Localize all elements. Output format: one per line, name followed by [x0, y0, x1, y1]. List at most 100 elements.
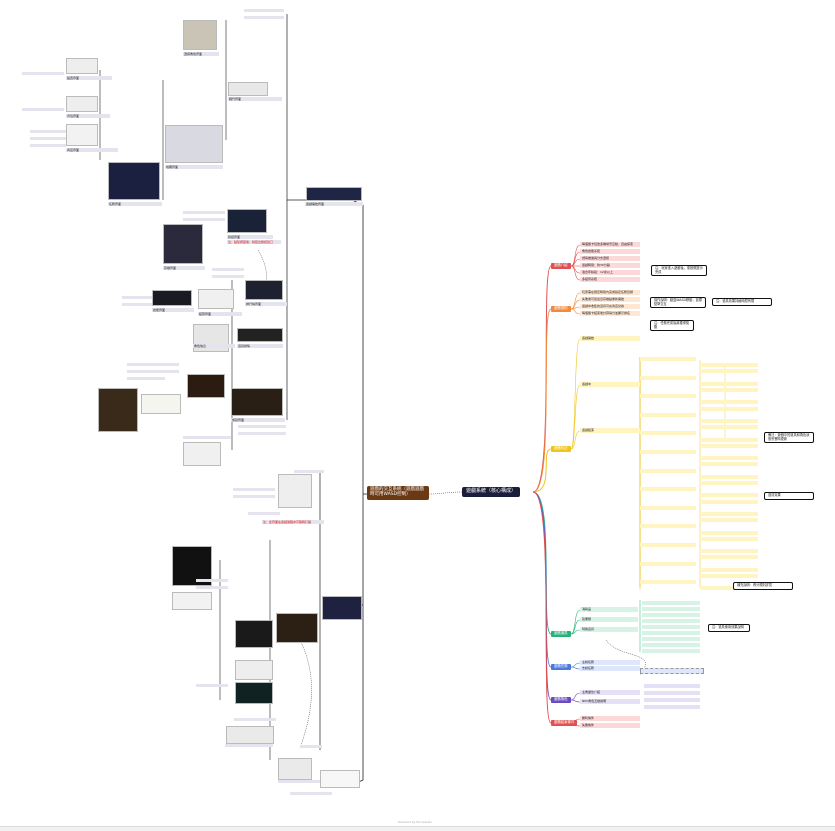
- screenshot-thumbnail[interactable]: [66, 124, 98, 146]
- caption-4[interactable]: 背包界面: [66, 114, 110, 118]
- leaf-play-0[interactable]: 遊戲開始: [580, 336, 640, 342]
- leaf-intro-5[interactable]: 多結局系統: [580, 277, 640, 283]
- leaf-play-1[interactable]: 遊戲中: [580, 382, 640, 388]
- screenshot-thumbnail[interactable]: [228, 82, 268, 96]
- category-intro[interactable]: 遊戲介紹: [551, 263, 571, 269]
- leaf-rules-3[interactable]: 每個關卡結束後計算得分並顯示排名: [580, 311, 640, 317]
- screenshot-thumbnail[interactable]: [235, 620, 273, 648]
- caption-13[interactable]: 角色信息: [193, 344, 235, 348]
- screenshot-thumbnail[interactable]: [276, 613, 318, 643]
- screenshot-thumbnail[interactable]: [66, 96, 98, 112]
- leaf-intro-1[interactable]: 角色技能系統: [580, 249, 640, 255]
- screenshot-thumbnail[interactable]: [231, 388, 283, 416]
- screenshot-thumbnail[interactable]: [141, 394, 181, 414]
- screenshot-thumbnail[interactable]: [172, 546, 212, 586]
- leaf-play-2[interactable]: 遊戲結束: [580, 428, 640, 434]
- red-caption-0[interactable]: 注：點擊按鈕後，將彈出確認窗口: [227, 240, 281, 244]
- leaf-roles-0[interactable]: 主角屬性介紹: [580, 690, 640, 696]
- screenshot-thumbnail[interactable]: [152, 290, 192, 306]
- play-subitem: [640, 412, 696, 417]
- red-caption-1[interactable]: 注：此界面在遊戲過程中可隨時打開: [262, 520, 324, 524]
- category-items[interactable]: 遊戲道具: [551, 631, 571, 637]
- leaf-end-0[interactable]: 勝利條件: [580, 716, 640, 722]
- caption-6[interactable]: 地圖界面: [165, 165, 223, 169]
- leaf-rules-0[interactable]: 玩家需在限定時間內完成指定任務目標: [580, 290, 640, 296]
- leaf-intro-4[interactable]: 適合年齡段：12歲以上: [580, 270, 640, 276]
- caption-bar: [196, 684, 228, 687]
- category-tasks[interactable]: 遊戲任務: [551, 664, 571, 670]
- caption-2[interactable]: 戰鬥界面: [228, 97, 282, 101]
- category-rules[interactable]: 遊戲規則: [551, 306, 571, 312]
- screenshot-thumbnail[interactable]: [237, 328, 283, 342]
- play-subitem: [640, 487, 696, 492]
- caption-11[interactable]: 結算界面: [198, 312, 242, 316]
- sub-note-1[interactable]: 道具效果: [764, 492, 814, 500]
- leaf-items-2[interactable]: 特殊道具: [580, 627, 638, 633]
- play-subitem: [700, 381, 758, 386]
- note-4[interactable]: 注：道具使用效果說明: [708, 624, 750, 632]
- caption-10[interactable]: 排行榜界面: [245, 302, 287, 306]
- caption-14[interactable]: 道具詳情: [237, 344, 283, 348]
- caption-15[interactable]: 成就界面: [231, 418, 285, 422]
- screenshot-thumbnail[interactable]: [226, 726, 274, 744]
- screenshot-thumbnail[interactable]: [183, 442, 221, 466]
- screenshot-thumbnail[interactable]: [278, 474, 312, 508]
- screenshot-thumbnail[interactable]: [66, 58, 98, 74]
- leaf-rules-2[interactable]: 遊戲中收集的道具可在商店兌換: [580, 304, 640, 310]
- screenshot-thumbnail[interactable]: [165, 125, 223, 163]
- caption-0[interactable]: 遊戲開始界面: [305, 202, 363, 206]
- play-subitem: [640, 561, 696, 566]
- root-node[interactable]: 遊戲系統（核心構成）: [462, 487, 521, 497]
- category-play[interactable]: 遊戲玩法: [551, 446, 571, 452]
- leaf-end-1[interactable]: 失敗條件: [580, 723, 640, 729]
- leaf-items-1[interactable]: 裝備類: [580, 617, 638, 623]
- caption-7[interactable]: 任務界面: [108, 202, 162, 206]
- caption-9[interactable]: 存檔界面: [163, 266, 205, 270]
- play-subitem: [640, 450, 696, 454]
- screenshot-thumbnail[interactable]: [98, 388, 138, 432]
- screenshot-thumbnail[interactable]: [245, 280, 283, 300]
- note-3[interactable]: 注：任務完成後將獲得獎勵: [650, 320, 694, 332]
- screenshot-thumbnail[interactable]: [183, 20, 217, 50]
- caption-1[interactable]: 選擇角色界面: [183, 52, 219, 56]
- leaf-intro-3[interactable]: 遊戲時間：約30分鐘: [580, 263, 640, 269]
- caption-bar: [196, 579, 228, 582]
- leaf-intro-2[interactable]: 劇情推進與分支選擇: [580, 256, 640, 262]
- screenshot-thumbnail[interactable]: [278, 758, 312, 780]
- caption-bar: [234, 718, 276, 721]
- connector-line: [570, 662, 581, 668]
- caption-5[interactable]: 商店界面: [66, 148, 118, 152]
- screenshot-thumbnail[interactable]: [227, 209, 267, 233]
- sub-note-2[interactable]: 補充說明：得分規則詳見: [733, 582, 793, 590]
- note-2[interactable]: 注：道具效果持續時間有限: [712, 298, 772, 306]
- screenshot-thumbnail[interactable]: [163, 224, 203, 264]
- item-subitem: [642, 613, 700, 617]
- caption-8[interactable]: 對話界面: [227, 235, 273, 239]
- leaf-rules-1[interactable]: 失敗後可從最近存檔點重新開始: [580, 297, 640, 303]
- caption-bar: [212, 275, 244, 278]
- connector-line: [570, 430, 581, 450]
- screenshot-thumbnail[interactable]: [306, 187, 362, 201]
- screenshot-thumbnail[interactable]: [235, 682, 273, 704]
- caption-3[interactable]: 設置界面: [66, 76, 112, 80]
- screenshot-thumbnail[interactable]: [108, 162, 160, 200]
- screenshot-thumbnail[interactable]: [320, 770, 360, 788]
- leaf-tasks-0[interactable]: 主線任務: [580, 660, 640, 666]
- play-subitem: [700, 536, 758, 541]
- left-main-node[interactable]: 遊戲的交互系統（遊戲遊戲時可用WASD控制）: [367, 486, 429, 500]
- screenshot-thumbnail[interactable]: [235, 660, 273, 680]
- screenshot-thumbnail[interactable]: [322, 596, 362, 620]
- screenshot-thumbnail[interactable]: [187, 374, 225, 398]
- screenshot-thumbnail[interactable]: [172, 592, 212, 610]
- leaf-tasks-1[interactable]: 支線任務: [580, 666, 640, 672]
- leaf-items-0[interactable]: 消耗品: [580, 607, 638, 613]
- screenshot-thumbnail[interactable]: [198, 289, 234, 309]
- category-end[interactable]: 遊戲結束條件: [551, 720, 578, 726]
- leaf-roles-1[interactable]: NPC角色互動說明: [580, 699, 640, 705]
- sub-note-0[interactable]: 備註：遊戲中的道具和角色狀態會實時更新: [764, 432, 814, 444]
- category-roles[interactable]: 遊戲角色: [551, 697, 571, 703]
- note-0[interactable]: 注：玩家進入遊戲後，需按照提示完成: [651, 265, 707, 277]
- leaf-intro-0[interactable]: 每個關卡包含多種場景互動，自由探索: [580, 242, 640, 248]
- caption-12[interactable]: 技能界面: [152, 308, 194, 312]
- note-1[interactable]: 操作說明：鍵盤WASD移動，鼠標點擊交互: [650, 297, 706, 309]
